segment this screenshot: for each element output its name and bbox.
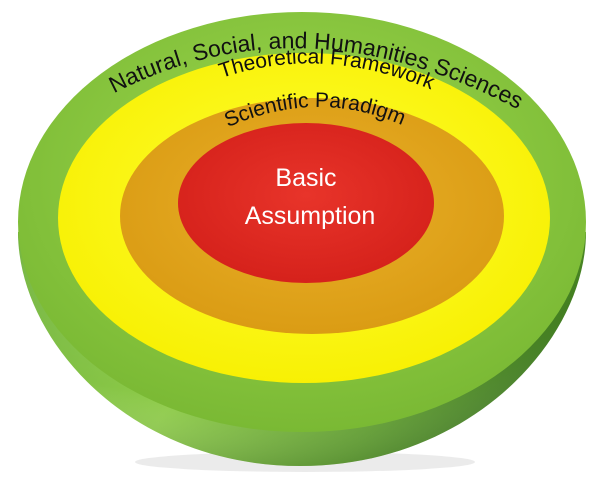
layer-core-red: [178, 123, 434, 283]
label-core-line1: Basic: [275, 164, 336, 192]
label-core-line2: Assumption: [245, 202, 376, 230]
